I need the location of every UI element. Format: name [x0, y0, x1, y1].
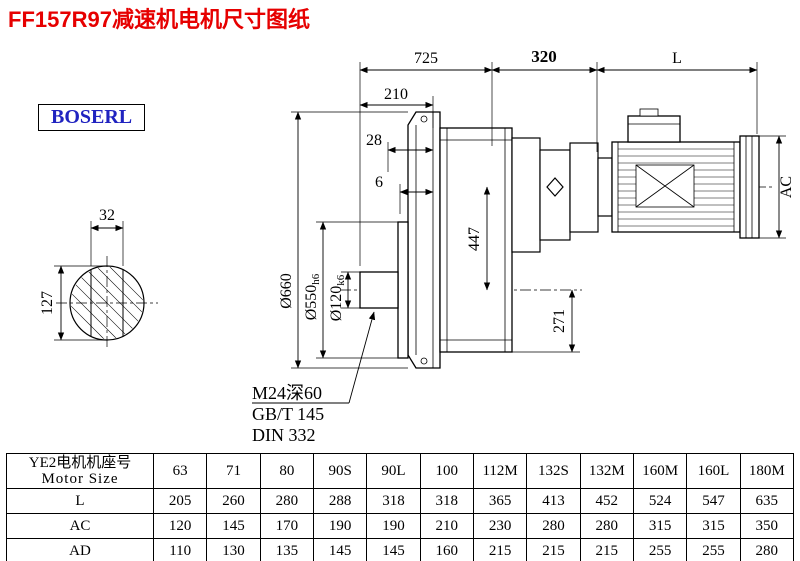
cell: 110 [152, 538, 208, 561]
cell: 452 [579, 488, 634, 514]
cell: 145 [366, 538, 421, 561]
cell: 160 [419, 538, 474, 561]
cell: 190 [312, 513, 368, 539]
input-adapter [511, 137, 613, 253]
cell: 145 [312, 538, 368, 561]
dim-32-label: 32 [99, 207, 115, 224]
col-header: 63 [152, 453, 208, 489]
motor-size-header: YE2电机机座号 Motor Size [6, 453, 154, 489]
dim-271-label: 271 [551, 309, 568, 333]
dim-550-label: Ø550h6 [303, 273, 322, 320]
cell: 413 [526, 488, 581, 514]
cell: 210 [419, 513, 474, 539]
col-header: 160M [632, 453, 688, 489]
note-tap: M24深60 [252, 383, 322, 403]
dim-725-label: 725 [414, 50, 438, 67]
cell: 170 [259, 513, 314, 539]
cell: 120 [152, 513, 208, 539]
cell: 190 [366, 513, 421, 539]
cell: 135 [259, 538, 314, 561]
cell: 547 [686, 488, 741, 514]
cell: 318 [366, 488, 421, 514]
dim-447-label: 447 [466, 227, 483, 251]
note-gb: GB/T 145 [252, 404, 324, 424]
col-header: 112M [472, 453, 528, 489]
col-header: 132M [579, 453, 634, 489]
cell: 280 [526, 513, 581, 539]
technical-drawing: 32 127 725 320 L 210 28 6 Ø660 Ø550h6 Ø1… [39, 47, 795, 445]
output-shaft [359, 271, 399, 309]
table-row-AD: AD 110 130 135 145 145 160 215 215 215 2… [6, 538, 795, 561]
col-header: 180M [739, 453, 795, 489]
col-header: 100 [419, 453, 474, 489]
cell: 260 [206, 488, 261, 514]
dim-320-label: 320 [531, 47, 557, 66]
table-header-row: YE2电机机座号 Motor Size 63 71 80 90S 90L 100… [6, 453, 795, 489]
extension-lines [54, 62, 786, 369]
leader-line [252, 311, 376, 404]
cell: 318 [419, 488, 474, 514]
cell: 255 [686, 538, 741, 561]
col-header: 90L [366, 453, 421, 489]
diamond-mark [546, 177, 564, 197]
cell: 280 [579, 513, 634, 539]
stator-section [635, 164, 695, 208]
cell: 230 [472, 513, 528, 539]
dimension-table: YE2电机机座号 Motor Size 63 71 80 90S 90L 100… [6, 453, 795, 561]
gearbox-body [359, 111, 513, 369]
cell: 205 [152, 488, 208, 514]
page-title: FF157R97减速机电机尺寸图纸 [8, 7, 310, 32]
dim-120-label: Ø120k6 [328, 274, 347, 321]
cell: 350 [739, 513, 795, 539]
col-header: 71 [206, 453, 261, 489]
col-header: 132S [526, 453, 581, 489]
header-cn: YE2电机机座号 [28, 455, 132, 471]
dim-L-label: L [672, 50, 682, 67]
flange-spigot [397, 221, 409, 359]
fan-cowl [739, 135, 760, 239]
table-row-L: L 205 260 280 288 318 318 365 413 452 52… [6, 488, 795, 514]
shaft-end-view [69, 265, 145, 341]
boserl-logo: BOSERL [38, 104, 146, 131]
col-header: 160L [686, 453, 741, 489]
dim-660-label: Ø660 [278, 273, 295, 309]
flange-bolt-hole [420, 115, 428, 123]
dim-28-label: 28 [366, 132, 382, 149]
dimension-lines [57, 66, 783, 369]
cell: 255 [632, 538, 688, 561]
cell: 215 [579, 538, 634, 561]
cell: 315 [632, 513, 688, 539]
col-header: 80 [259, 453, 314, 489]
cell: 365 [472, 488, 528, 514]
cell: 280 [739, 538, 795, 561]
dim-6-label: 6 [375, 174, 383, 191]
cell: 145 [206, 513, 261, 539]
dim-127-label: 127 [39, 291, 56, 315]
cell: 130 [206, 538, 261, 561]
header-en: Motor Size [41, 471, 119, 487]
col-header: 90S [312, 453, 368, 489]
cell: 215 [472, 538, 528, 561]
cell: 280 [259, 488, 314, 514]
flange-bolt-hole [420, 357, 428, 365]
terminal-box [627, 115, 681, 143]
dim-AC-label: AC [778, 176, 795, 198]
cell: 215 [526, 538, 581, 561]
motor-body [611, 108, 760, 239]
dim-210-label: 210 [384, 86, 408, 103]
row-label: AC [6, 513, 154, 539]
cell: 288 [312, 488, 368, 514]
gear-housing [439, 127, 513, 353]
row-label: AD [6, 538, 154, 561]
cell: 315 [686, 513, 741, 539]
note-din: DIN 332 [252, 425, 316, 445]
table-row-AC: AC 120 145 170 190 190 210 230 280 280 3… [6, 513, 795, 539]
cell: 635 [739, 488, 795, 514]
row-label: L [6, 488, 154, 514]
cell: 524 [632, 488, 688, 514]
